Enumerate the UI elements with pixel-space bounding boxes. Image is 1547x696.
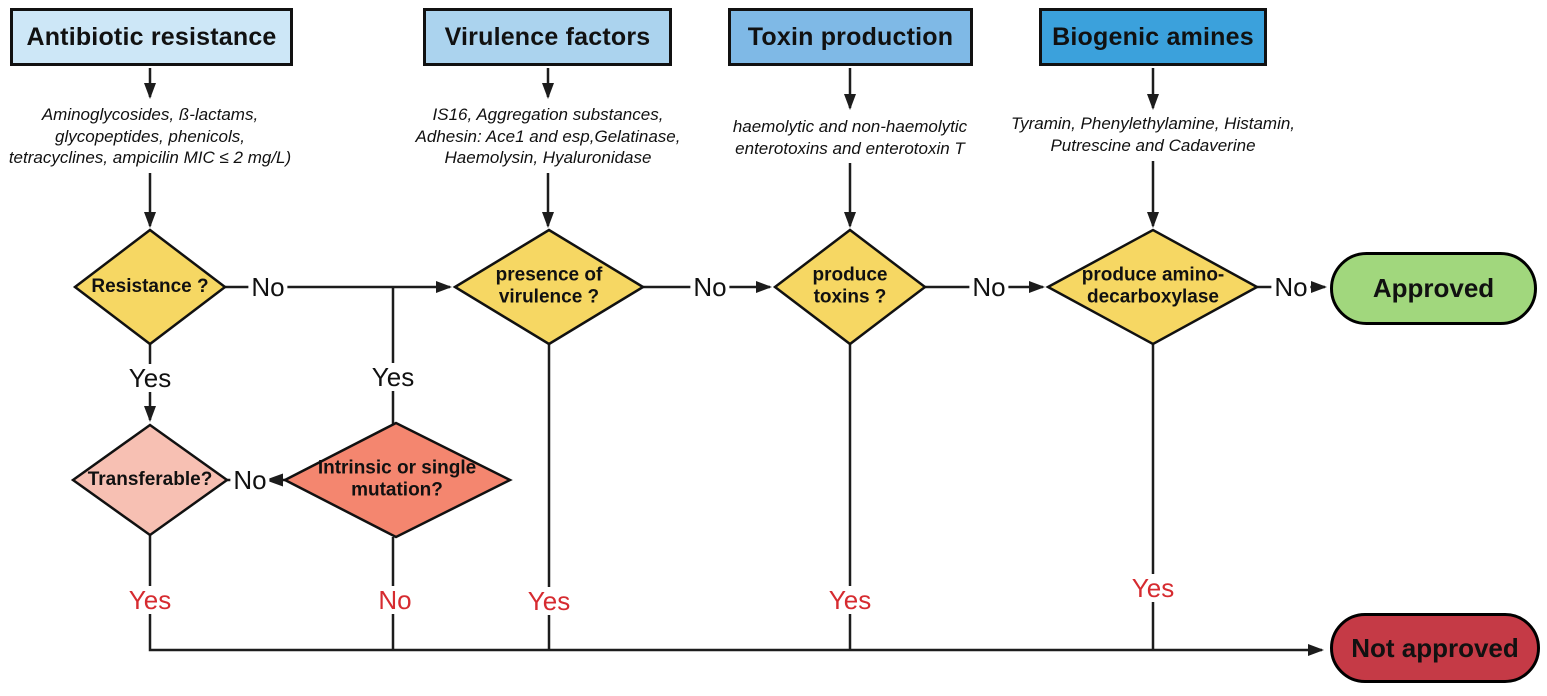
fail-label-amino-yes: Yes xyxy=(1128,574,1178,602)
decision-virulence: presence of virulence ? xyxy=(495,264,603,308)
intrinsic-diamond xyxy=(282,421,513,539)
transferable-diamond xyxy=(70,423,230,537)
header-label: Virulence factors xyxy=(444,22,651,51)
fail-label-transferable-yes: Yes xyxy=(125,586,175,614)
edge-label-intrinsic-yes: Yes xyxy=(368,363,418,391)
details-virulence-factors: IS16, Aggregation substances, Adhesin: A… xyxy=(415,105,681,168)
decision-toxins: produce toxins ? xyxy=(812,264,888,308)
header-biogenic-amines: Biogenic amines xyxy=(1039,8,1267,66)
fail-label-virulence-yes: Yes xyxy=(524,587,574,615)
fail-label-intrinsic-no: No xyxy=(375,586,415,614)
edge-label-amino-no: No xyxy=(1271,273,1311,301)
amino-decarboxylase-diamond xyxy=(1045,228,1260,346)
header-label: Biogenic amines xyxy=(1052,22,1254,51)
header-label: Toxin production xyxy=(747,22,954,51)
decision-intrinsic: Intrinsic or single mutation? xyxy=(317,457,477,501)
virulence-diamond xyxy=(452,228,646,346)
edge-label-resistance-yes: Yes xyxy=(125,364,175,392)
decision-resistance: Resistance ? xyxy=(91,275,209,297)
decision-transferable: Transferable? xyxy=(87,468,213,490)
edge-label-toxins-no: No xyxy=(969,273,1009,301)
arrowhead-intrinsic-left xyxy=(265,473,283,487)
header-label: Antibiotic resistance xyxy=(26,22,277,51)
edge-label-transferable-no: No xyxy=(230,466,270,494)
edge-bottom-rail xyxy=(148,535,1324,656)
header-toxin-production: Toxin production xyxy=(728,8,973,66)
outcome-not-approved-label: Not approved xyxy=(1351,632,1519,663)
details-toxin-production: haemolytic and non-haemolytic enterotoxi… xyxy=(732,117,968,158)
details-biogenic-amines: Tyramin, Phenylethylamine, Histamin, Put… xyxy=(1010,114,1296,155)
outcome-approved-label: Approved xyxy=(1372,273,1495,303)
resistance-diamond xyxy=(72,228,228,346)
outcome-not-approved: Not approved xyxy=(1330,613,1540,683)
header-antibiotic-resistance: Antibiotic resistance xyxy=(10,8,293,66)
decision-diamonds xyxy=(70,228,1260,539)
outcome-approved: Approved xyxy=(1330,252,1537,325)
edge-label-resistance-no: No xyxy=(248,273,288,301)
fail-label-toxins-yes: Yes xyxy=(825,586,875,614)
toxins-diamond xyxy=(772,228,928,346)
details-antibiotic-resistance: Aminoglycosides, ß-lactams, glycopeptide… xyxy=(8,105,292,168)
decision-amino-decarboxylase: produce amino- decarboxylase xyxy=(1081,264,1225,308)
edge-label-virulence-no: No xyxy=(690,273,730,301)
header-virulence-factors: Virulence factors xyxy=(423,8,672,66)
